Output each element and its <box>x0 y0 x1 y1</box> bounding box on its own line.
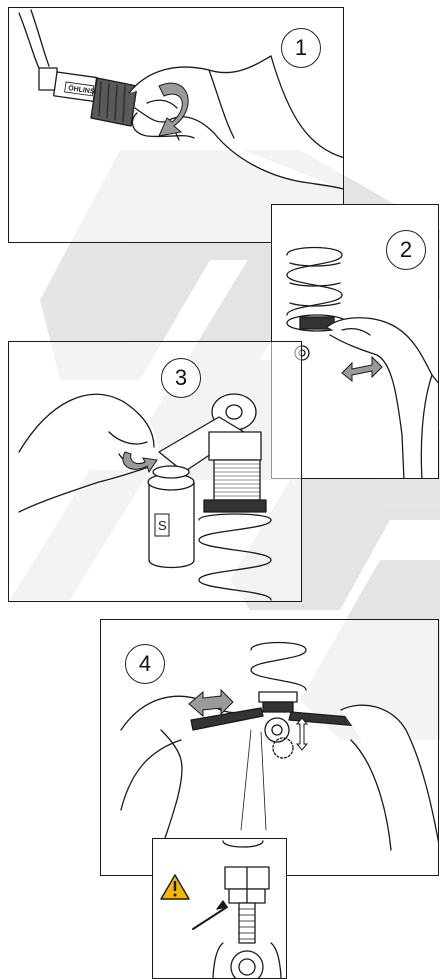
illustration-locknut-detail <box>153 839 287 979</box>
s-logo: S <box>155 514 169 536</box>
step-number-2: 2 <box>386 230 426 270</box>
svg-text:S: S <box>158 518 167 533</box>
adjustment-arrow-icon <box>159 83 188 136</box>
step-number-4: 4 <box>125 644 165 684</box>
illustration-adjust-reservoir: S <box>9 342 302 602</box>
adjustment-arrow-icon <box>123 452 157 472</box>
warning-icon <box>161 875 189 899</box>
panel-step-3: S 3 <box>8 341 302 602</box>
step-number-1: 1 <box>281 28 321 68</box>
detail-inset-locknut <box>152 838 287 979</box>
step-number-3: 3 <box>161 358 201 398</box>
adjustment-arrow-icon <box>297 718 307 750</box>
